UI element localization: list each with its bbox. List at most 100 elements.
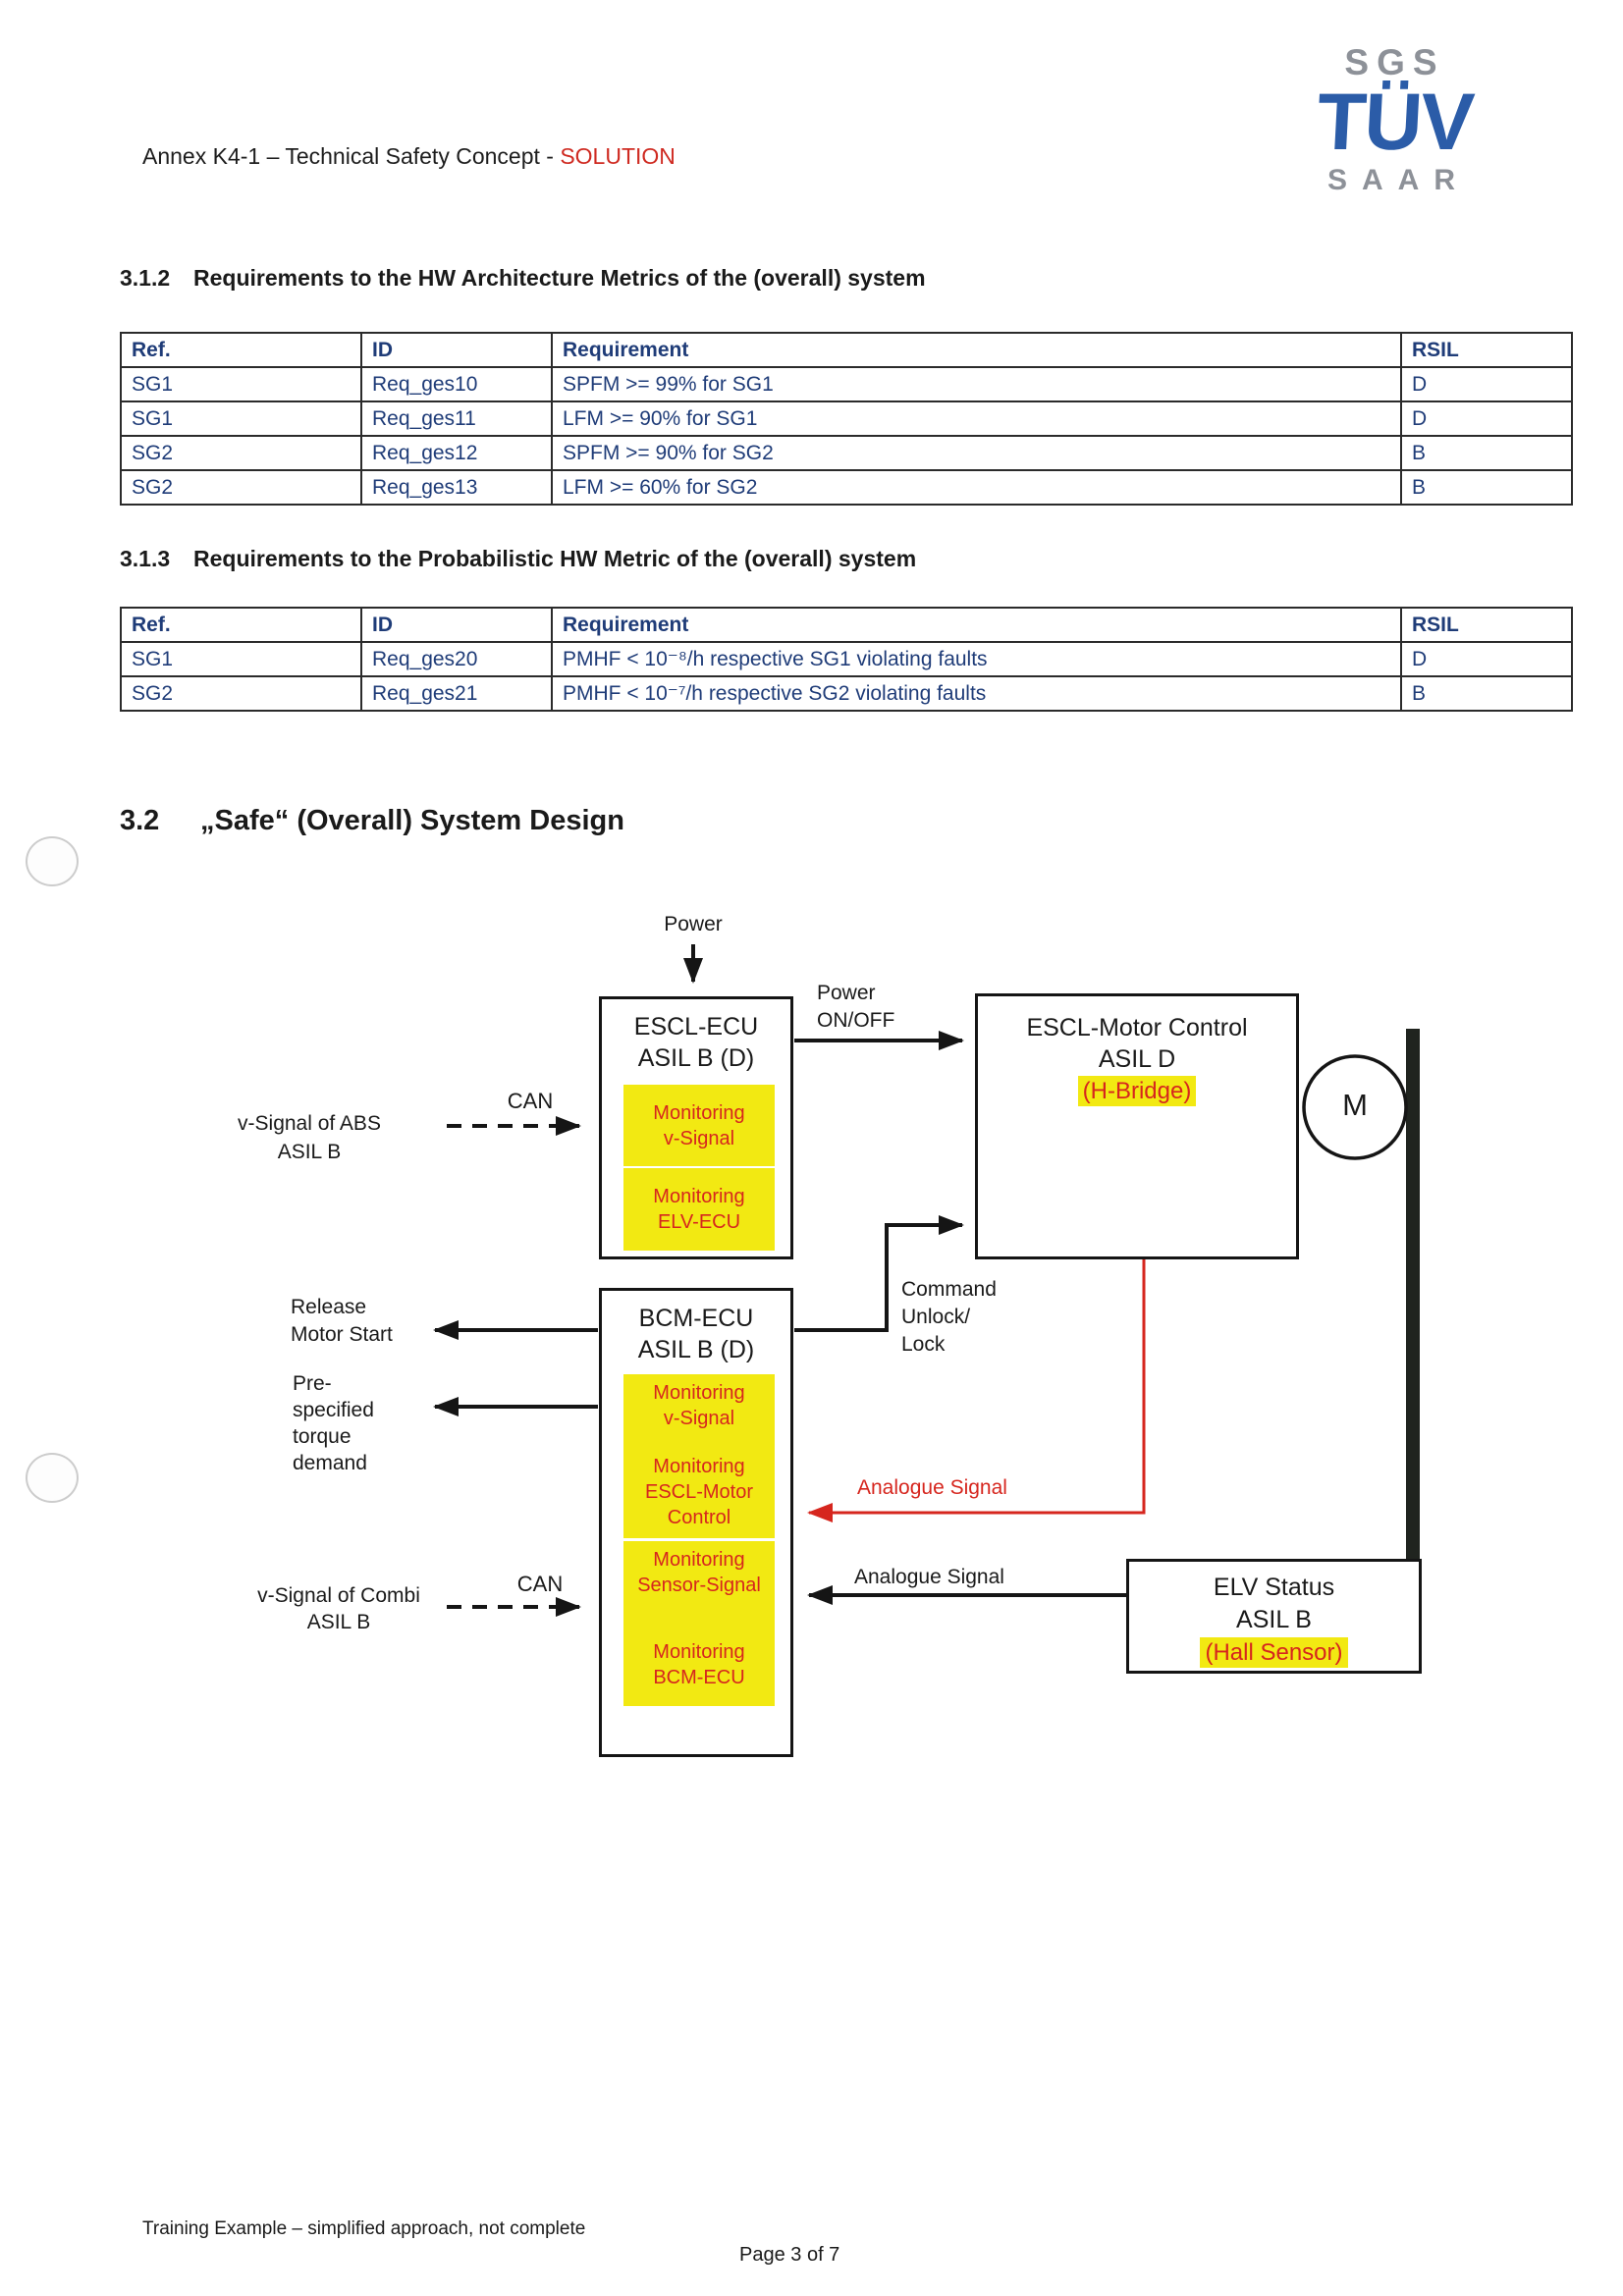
column-header-ref: Ref. (120, 332, 362, 368)
cell-id: Req_ges11 (360, 400, 553, 437)
elv-status-title: ELV Status (1213, 1574, 1335, 1601)
column-header-requirement: Requirement (551, 332, 1402, 368)
command-unlock-lock-connector (794, 1215, 964, 1332)
monitoring-v-signal-block: Monitoring v-Signal (623, 1085, 775, 1166)
escl-ecu-title: ESCL-ECU (633, 1013, 759, 1041)
cell-requirement: LFM >= 60% for SG2 (551, 469, 1402, 506)
cell-ref: SG2 (120, 435, 362, 471)
bcm-ecu-box: BCM-ECU ASIL B (D) Monitoring v-Signal M… (599, 1288, 793, 1757)
table-row: SG1 Req_ges20 PMHF < 10⁻⁸/h respective S… (120, 641, 1573, 677)
punch-hole (26, 1453, 79, 1503)
column-header-id: ID (360, 332, 553, 368)
cell-rsil: B (1400, 675, 1573, 712)
monitoring-bcm-ecu-label: Monitoring BCM-ECU (653, 1641, 745, 1688)
command-unlock-lock-label: Command Unlock/ Lock (901, 1278, 997, 1356)
section-title: „Safe“ (Overall) System Design (200, 805, 624, 836)
cell-requirement: SPFM >= 99% for SG1 (551, 366, 1402, 402)
table-row: SG2 Req_ges21 PMHF < 10⁻⁷/h respective S… (120, 675, 1573, 712)
table-row: SG1 Req_ges10 SPFM >= 99% for SG1 D (120, 366, 1573, 402)
cell-id: Req_ges13 (360, 469, 553, 506)
monitoring-elv-ecu-block: Monitoring ELV-ECU (623, 1168, 775, 1251)
analogue-signal-black-label: Analogue Signal (854, 1566, 1004, 1588)
escl-ecu-asil: ASIL B (D) (637, 1044, 755, 1072)
sgs-tuv-saar-logo: SGS TÜV SAAR (1294, 42, 1495, 196)
table-row: SG2 Req_ges13 LFM >= 60% for SG2 B (120, 469, 1573, 506)
column-header-rsil: RSIL (1400, 332, 1573, 368)
cell-id: Req_ges12 (360, 435, 553, 471)
section-heading-3-1-3: 3.1.3 Requirements to the Probabilistic … (120, 546, 1396, 572)
cell-ref: SG2 (120, 675, 362, 712)
hw-architecture-metrics-table: Ref. ID Requirement RSIL SG1 Req_ges10 S… (120, 332, 1573, 506)
table-row: SG2 Req_ges12 SPFM >= 90% for SG2 B (120, 435, 1573, 471)
section-title: Requirements to the Probabilistic HW Met… (193, 546, 917, 571)
bcm-monitoring-block-lower: Monitoring Sensor-Signal Monitoring BCM-… (623, 1541, 775, 1706)
analogue-signal-red-connector (807, 1258, 1146, 1522)
v-signal-abs-label: v-Signal of ABS ASIL B (238, 1112, 381, 1163)
hall-sensor-highlight: (Hall Sensor) (1200, 1637, 1348, 1668)
footer-note: Training Example – simplified approach, … (142, 2218, 586, 2239)
escl-motor-control-asil: ASIL D (1098, 1045, 1176, 1073)
elv-status-asil: ASIL B (1236, 1606, 1312, 1633)
logo-sgs-text: SGS (1344, 42, 1445, 82)
cell-ref: SG2 (120, 469, 362, 506)
escl-motor-control-title: ESCL-Motor Control (1026, 1014, 1248, 1041)
monitoring-sensor-signal-label: Monitoring Sensor-Signal (637, 1549, 761, 1596)
document-title-highlight: SOLUTION (560, 143, 676, 169)
section-number: 3.1.3 (120, 546, 171, 571)
power-onoff-label: Power ON/OFF (817, 982, 895, 1032)
section-title: Requirements to the HW Architecture Metr… (193, 265, 926, 291)
cell-requirement: SPFM >= 90% for SG2 (551, 435, 1402, 471)
column-header-ref: Ref. (120, 607, 362, 643)
cell-rsil: D (1400, 366, 1573, 402)
section-number: 3.2 (120, 805, 160, 836)
document-title: Annex K4-1 – Technical Safety Concept - … (142, 143, 676, 170)
document-title-text: Annex K4-1 – Technical Safety Concept - (142, 143, 561, 169)
v-signal-combi-label: v-Signal of Combi ASIL B (257, 1584, 420, 1633)
column-header-rsil: RSIL (1400, 607, 1573, 643)
power-label: Power (664, 913, 723, 935)
lock-bolt-bar (1406, 1029, 1420, 1560)
escl-motor-control-box: ESCL-Motor Control ASIL D (H-Bridge) (975, 993, 1299, 1259)
cell-requirement: LFM >= 90% for SG1 (551, 400, 1402, 437)
logo-saar-text: SAAR (1326, 164, 1470, 196)
monitoring-v-signal-label: Monitoring v-Signal (653, 1382, 745, 1429)
table-header-row: Ref. ID Requirement RSIL (120, 607, 1573, 643)
cell-id: Req_ges20 (360, 641, 553, 677)
motor-m-label: M (1342, 1088, 1368, 1122)
can-label-top: CAN (507, 1089, 554, 1113)
page-number: Page 3 of 7 (739, 2244, 840, 2266)
column-header-requirement: Requirement (551, 607, 1402, 643)
column-header-id: ID (360, 607, 553, 643)
cell-rsil: D (1400, 400, 1573, 437)
monitoring-escl-motor-control-label: Monitoring ESCL-Motor Control (644, 1456, 754, 1528)
table-row: SG1 Req_ges11 LFM >= 90% for SG1 D (120, 400, 1573, 437)
section-heading-3-1-2: 3.1.2 Requirements to the HW Architectur… (120, 265, 1396, 292)
elv-status-box: ELV Status ASIL B (Hall Sensor) (1126, 1559, 1422, 1674)
probabilistic-hw-metric-table: Ref. ID Requirement RSIL SG1 Req_ges20 P… (120, 607, 1573, 712)
cell-rsil: D (1400, 641, 1573, 677)
cell-id: Req_ges21 (360, 675, 553, 712)
bcm-ecu-title: BCM-ECU (638, 1305, 754, 1332)
punch-hole (26, 836, 79, 886)
h-bridge-highlight: (H-Bridge) (1077, 1076, 1197, 1106)
cell-requirement: PMHF < 10⁻⁸/h respective SG1 violating f… (551, 641, 1402, 677)
cell-rsil: B (1400, 469, 1573, 506)
cell-requirement: PMHF < 10⁻⁷/h respective SG2 violating f… (551, 675, 1402, 712)
release-motor-start-label: Release Motor Start (291, 1296, 393, 1346)
cell-ref: SG1 (120, 641, 362, 677)
cell-ref: SG1 (120, 400, 362, 437)
section-heading-3-2: 3.2 „Safe“ (Overall) System Design (120, 805, 1102, 837)
table-header-row: Ref. ID Requirement RSIL (120, 332, 1573, 368)
cell-id: Req_ges10 (360, 366, 553, 402)
can-label-bottom: CAN (516, 1572, 564, 1596)
bcm-ecu-asil: ASIL B (D) (637, 1336, 755, 1363)
escl-ecu-box: ESCL-ECU ASIL B (D) Monitoring v-Signal … (599, 996, 793, 1259)
section-number: 3.1.2 (120, 265, 171, 291)
analogue-signal-red-label: Analogue Signal (857, 1476, 1007, 1499)
bcm-monitoring-block-upper: Monitoring v-Signal Monitoring ESCL-Moto… (623, 1374, 775, 1538)
cell-ref: SG1 (120, 366, 362, 402)
motor-circle (1302, 1054, 1408, 1160)
cell-rsil: B (1400, 435, 1573, 471)
